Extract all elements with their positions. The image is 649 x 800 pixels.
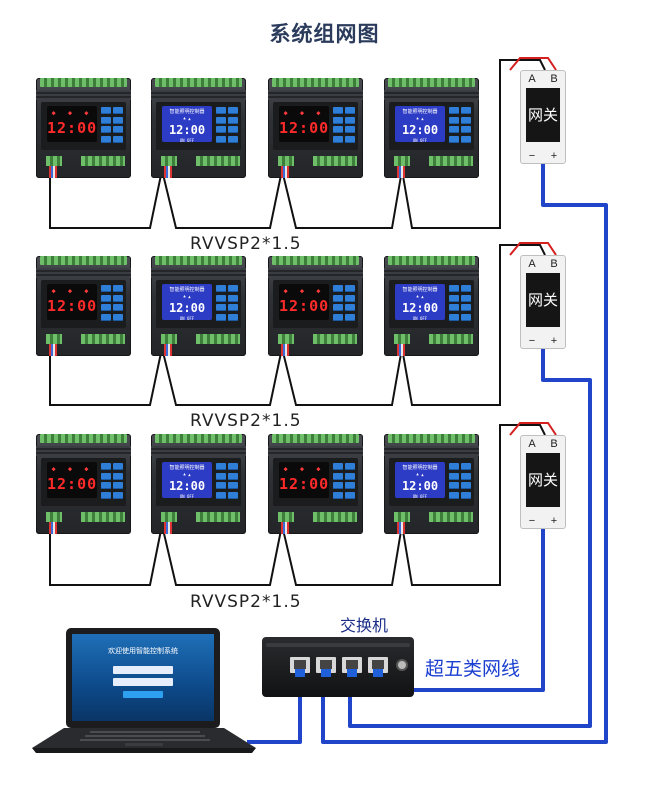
ethernet-cable-1: [321, 155, 608, 744]
terminal-a-label: A: [528, 258, 536, 270]
laptop-login-screen: 欢迎使用智能控制系统: [72, 634, 214, 721]
terminal-b-label: B: [550, 73, 558, 85]
module-display: ◆ ◆ ◆12:00: [279, 284, 329, 320]
cable-label-row3: RVVSP2*1.5: [190, 592, 302, 612]
cat5-cable-label: 超五类网线: [425, 658, 521, 680]
password-field: [113, 678, 173, 686]
login-button: [123, 691, 163, 698]
module-display: ◆ ◆ ◆12:00: [47, 284, 97, 320]
module-display: ◆ ◆ ◆12:00: [279, 106, 329, 142]
module-keypad: [333, 285, 355, 321]
module-keypad: [449, 463, 471, 499]
terminal-pos-label: +: [550, 335, 558, 347]
diagram-title: 系统组网图: [269, 22, 380, 46]
ethernet-cable-2: [348, 333, 592, 728]
terminal-neg-label: −: [528, 515, 536, 527]
bus-wire-row2-red: [509, 242, 557, 256]
gateway-row1: A B 网关 − +: [520, 70, 566, 164]
bus-wire-row2: [49, 244, 546, 406]
gateway-row3: A B 网关 − +: [520, 435, 566, 529]
terminal-b-label: B: [550, 438, 558, 450]
module-keypad: [216, 107, 238, 143]
controller-module-r1-c1: ◆ ◆ ◆12:00: [36, 78, 131, 178]
bus-wire-row1: [49, 59, 546, 229]
laptop-screen-title: 欢迎使用智能控制系统: [108, 647, 178, 655]
module-display: ◆ ◆ ◆12:00: [47, 462, 97, 498]
network-switch: [262, 637, 414, 697]
bus-wire-row3: [49, 424, 546, 586]
controller-module-r2-c1: ◆ ◆ ◆12:00: [36, 256, 131, 356]
cable-label-row1: RVVSP2*1.5: [190, 234, 302, 254]
username-field: [113, 666, 173, 674]
module-keypad: [333, 463, 355, 499]
bus-wire-row1-red: [509, 57, 557, 71]
module-display: ◆ ◆ ◆12:00: [279, 462, 329, 498]
terminal-a-label: A: [528, 73, 536, 85]
controller-module-r3-c3: ◆ ◆ ◆12:00: [268, 434, 363, 534]
module-keypad: [216, 463, 238, 499]
module-keypad: [101, 107, 123, 143]
terminal-pos-label: +: [550, 515, 558, 527]
switch-label: 交换机: [340, 616, 389, 635]
controller-module-r2-c3: ◆ ◆ ◆12:00: [268, 256, 363, 356]
laptop: 欢迎使用智能控制系统: [66, 628, 220, 728]
ethernet-cable-3: [378, 510, 545, 692]
terminal-pos-label: +: [550, 150, 558, 162]
gateway-row2: A B 网关 − +: [520, 255, 566, 349]
terminal-b-label: B: [550, 258, 558, 270]
gateway-label: 网关: [526, 88, 560, 142]
terminal-neg-label: −: [528, 150, 536, 162]
cable-label-row2: RVVSP2*1.5: [190, 411, 302, 431]
module-keypad: [101, 463, 123, 499]
controller-module-r1-c3: ◆ ◆ ◆12:00: [268, 78, 363, 178]
ethernet-cable-laptop: [247, 690, 302, 744]
module-display: ◆ ◆ ◆12:00: [47, 106, 97, 142]
terminal-a-label: A: [528, 438, 536, 450]
module-keypad: [333, 107, 355, 143]
module-keypad: [449, 107, 471, 143]
controller-module-r3-c1: ◆ ◆ ◆12:00: [36, 434, 131, 534]
power-port-icon: [396, 659, 408, 671]
laptop-keyboard: [32, 728, 256, 753]
module-keypad: [216, 285, 238, 321]
terminal-neg-label: −: [528, 335, 536, 347]
bus-wire-row3-red: [509, 422, 557, 436]
gateway-label: 网关: [526, 453, 560, 507]
module-keypad: [101, 285, 123, 321]
module-keypad: [449, 285, 471, 321]
gateway-label: 网关: [526, 273, 560, 327]
